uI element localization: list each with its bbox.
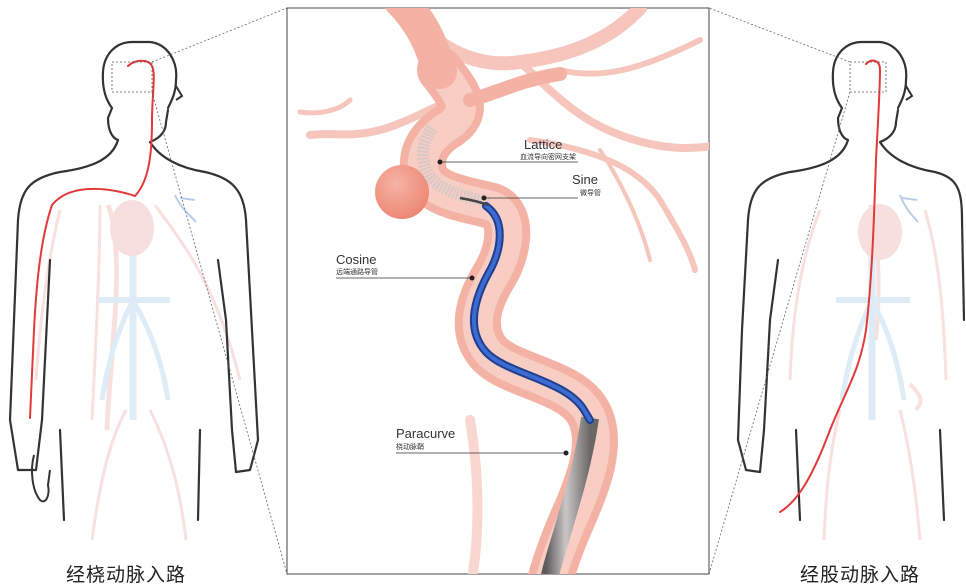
lattice-label: Lattice bbox=[524, 137, 562, 152]
paracurve-desc: 桡动脉鞘 bbox=[396, 442, 424, 451]
sine-label: Sine bbox=[572, 172, 598, 187]
left-body-figure bbox=[10, 42, 258, 540]
lattice-desc: 血流导向密网支架 bbox=[520, 152, 576, 161]
right-femoral-route bbox=[780, 61, 880, 512]
lattice-marker bbox=[438, 160, 443, 165]
right-body-vasculature bbox=[790, 195, 946, 540]
paracurve-label: Paracurve bbox=[396, 426, 455, 441]
cosine-desc: 远端通路导管 bbox=[336, 267, 378, 276]
sine-marker bbox=[482, 196, 487, 201]
left-body-vasculature bbox=[36, 195, 240, 540]
paracurve-marker bbox=[564, 451, 569, 456]
cosine-marker bbox=[470, 276, 475, 281]
sine-desc: 微导管 bbox=[580, 188, 601, 197]
left-hand bbox=[32, 455, 50, 501]
aneurysm bbox=[375, 165, 429, 219]
femoral-access-caption: 经股动脉入路 bbox=[800, 560, 920, 587]
right-body-figure bbox=[738, 42, 964, 540]
right-body-outline bbox=[738, 42, 964, 520]
cosine-label: Cosine bbox=[336, 252, 376, 267]
left-zoom-box bbox=[112, 62, 152, 92]
radial-access-caption: 经桡动脉入路 bbox=[66, 560, 186, 587]
